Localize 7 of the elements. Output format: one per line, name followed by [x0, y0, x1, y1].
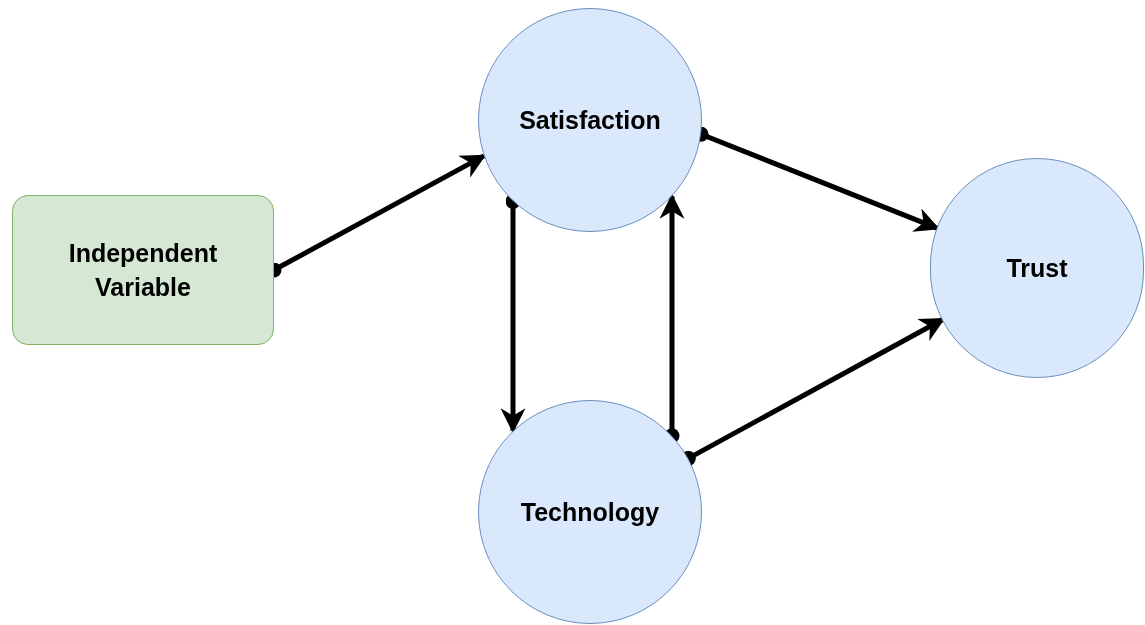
node-label: Technology [519, 497, 661, 528]
node-label: Independent Variable [67, 238, 219, 303]
arrow [500, 193, 526, 434]
arrow [659, 193, 685, 444]
node-label: Trust [1005, 253, 1069, 284]
variable-box [12, 195, 274, 345]
node-label: Satisfaction [518, 105, 662, 136]
